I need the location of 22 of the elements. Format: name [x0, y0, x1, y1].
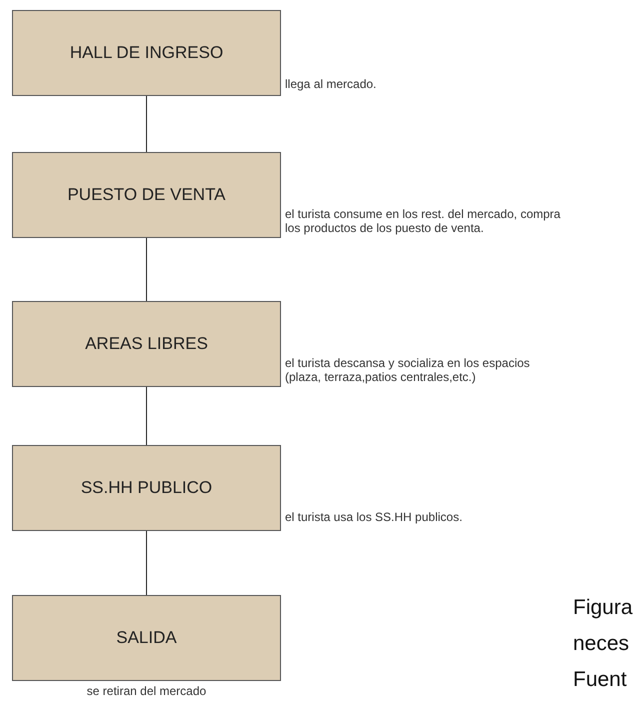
caption-fragment: neces — [573, 632, 630, 656]
process-box — [12, 10, 281, 96]
process-box — [12, 301, 281, 387]
box-title: SS.HH PUBLICO — [80, 478, 212, 498]
caption-fragment: Fuent — [573, 668, 627, 692]
step-note: el turista descansa y socializa en los espacios (plaza, terraza,patios centrales,etc.) — [285, 356, 531, 384]
connector-line — [146, 386, 147, 446]
connector-line — [146, 96, 147, 152]
process-box — [12, 445, 281, 531]
box-title: AREAS LIBRES — [85, 334, 208, 354]
step-note: llega al mercado. — [285, 77, 378, 91]
caption-fragment: Figura — [573, 596, 633, 620]
process-box — [12, 595, 281, 681]
process-box — [12, 152, 281, 238]
step-note: el turista consume en los rest. del mercado, compra los productos de los puesto de venta. — [285, 207, 562, 235]
step-note: se retiran del mercado — [86, 684, 208, 698]
step-note: el turista usa los SS.HH publicos. — [285, 510, 464, 524]
connector-line — [146, 238, 147, 302]
box-title: HALL DE INGRESO — [70, 43, 224, 63]
box-title: PUESTO DE VENTA — [67, 185, 226, 205]
box-title: SALIDA — [116, 628, 177, 648]
connector-line — [146, 530, 147, 596]
